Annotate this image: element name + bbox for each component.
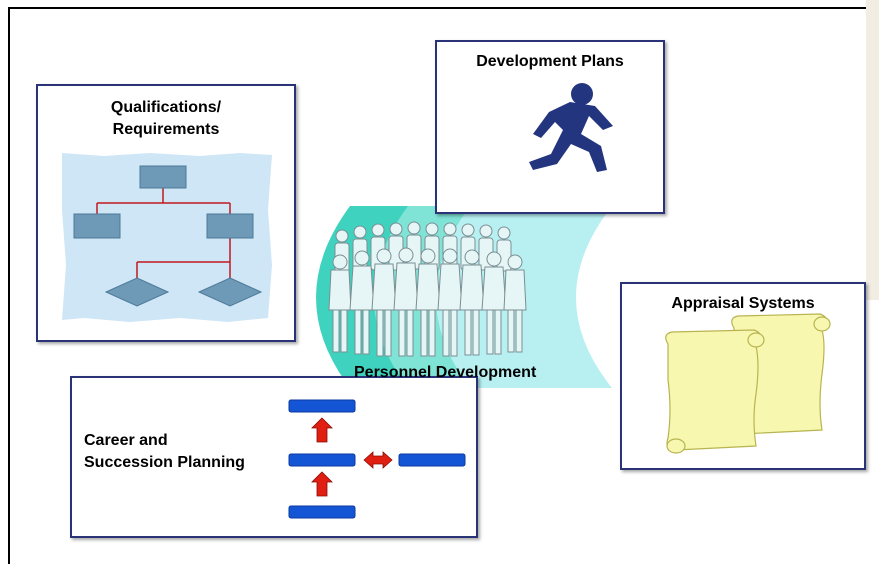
development-plans-box: Development Plans [435, 40, 665, 214]
side-strip [866, 0, 879, 300]
org-node-right [206, 213, 254, 239]
scroll-icon [665, 313, 831, 454]
org-node-top [139, 165, 187, 189]
qualifications-box: Qualifications/ Requirements [36, 84, 296, 342]
appraisal-systems-box: Appraisal Systems [620, 282, 866, 470]
personnel-development-label: Personnel Development [354, 364, 537, 381]
org-diamond-right [197, 277, 263, 307]
org-chart-paper [62, 153, 272, 322]
up-arrow-icon [311, 471, 333, 497]
career-bar-top [288, 399, 356, 413]
career-flow-graphic [288, 399, 466, 519]
career-bar-middle [288, 453, 356, 467]
double-arrow-icon [363, 451, 393, 469]
org-node-left [73, 213, 121, 239]
career-planning-box: Career and Succession Planning [70, 376, 478, 538]
crowd-middle-row [328, 247, 527, 357]
org-diamond-left [104, 277, 170, 307]
career-bar-right [398, 453, 466, 467]
up-arrow-icon [311, 417, 333, 443]
runner-icon [529, 83, 613, 172]
appraisal-systems-title: Appraisal Systems [671, 295, 815, 312]
career-bar-bottom [288, 505, 356, 519]
crowd-icon [328, 221, 527, 357]
frame-top-border [8, 7, 866, 9]
career-title-line2: Succession Planning [84, 454, 245, 471]
development-plans-title: Development Plans [476, 53, 624, 70]
scroll-front [665, 329, 762, 451]
org-chart-icon [62, 153, 272, 322]
frame-left-border [8, 7, 10, 564]
qualifications-title-line2: Requirements [112, 121, 220, 138]
org-connectors [96, 188, 231, 278]
career-title-line1: Career and [84, 432, 168, 449]
qualifications-title-line1: Qualifications/ [110, 99, 222, 116]
